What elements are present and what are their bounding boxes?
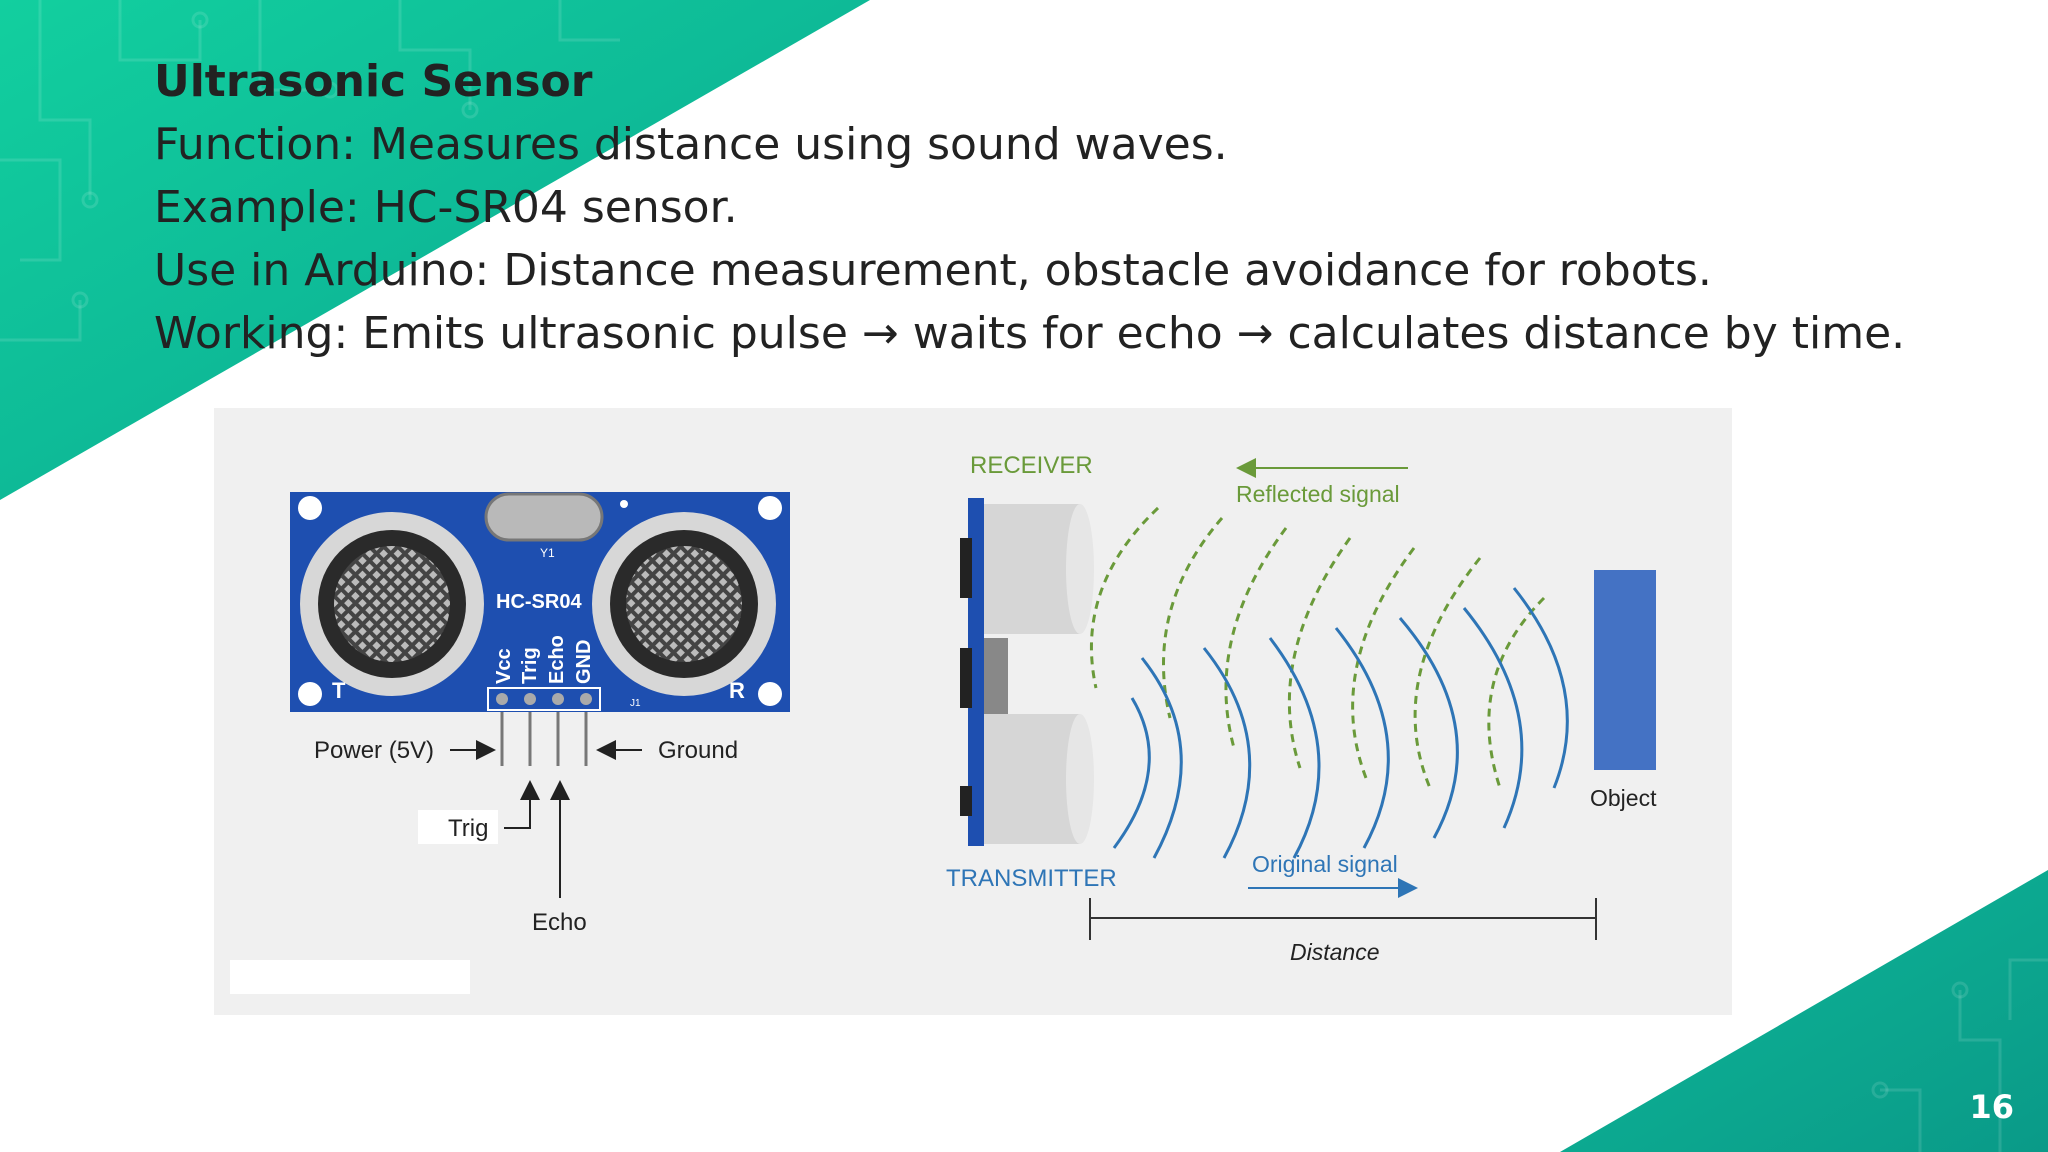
transmitter-label: TRANSMITTER xyxy=(946,865,1117,892)
ground-label: Ground xyxy=(658,737,738,764)
use-line: Use in Arduino: Distance measurement, ob… xyxy=(154,239,1994,302)
crystal-label: Y1 xyxy=(540,546,555,560)
echo-label: Echo xyxy=(532,909,587,936)
trig-arrow xyxy=(504,784,530,828)
power-label: Power (5V) xyxy=(314,737,434,764)
blank-label-box xyxy=(230,960,470,994)
pin-label-trig: Trig xyxy=(519,647,541,684)
function-line: Function: Measures distance using sound … xyxy=(154,113,1994,176)
pin-label-gnd: GND xyxy=(573,640,595,684)
transducer-t-label: T xyxy=(332,678,346,703)
distance-bracket xyxy=(1090,898,1596,940)
pin-label-echo: Echo xyxy=(546,635,568,684)
sensor-diagram: Y1 HC-SR04 T R Vcc Trig Echo GND J1 Powe… xyxy=(214,408,1732,1015)
original-waves xyxy=(1114,588,1567,858)
distance-label: Distance xyxy=(1290,939,1379,965)
board-label: HC-SR04 xyxy=(496,591,582,613)
hc-sr04-module: Y1 HC-SR04 T R Vcc Trig Echo GND J1 xyxy=(290,492,790,712)
connector-label: J1 xyxy=(630,698,641,709)
slide-text: Ultrasonic Sensor Function: Measures dis… xyxy=(154,50,1994,365)
transducer-r-label: R xyxy=(729,678,745,703)
receiver-label: RECEIVER xyxy=(970,452,1093,479)
page-number: 16 xyxy=(1969,1088,2014,1126)
sensor-side-view xyxy=(960,498,1094,846)
module-pins xyxy=(502,712,586,766)
example-line: Example: HC-SR04 sensor. xyxy=(154,176,1994,239)
object-block xyxy=(1594,570,1656,770)
signal-waves xyxy=(1091,508,1567,858)
original-label: Original signal xyxy=(1252,851,1398,877)
working-line: Working: Emits ultrasonic pulse → waits … xyxy=(154,302,1994,365)
reflected-label: Reflected signal xyxy=(1236,481,1400,507)
trig-label: Trig xyxy=(448,815,488,842)
sensor-figure: Y1 HC-SR04 T R Vcc Trig Echo GND J1 Powe… xyxy=(214,408,1732,1015)
object-label: Object xyxy=(1590,785,1657,811)
pin-label-vcc: Vcc xyxy=(493,648,515,684)
slide-title: Ultrasonic Sensor xyxy=(154,50,1994,113)
